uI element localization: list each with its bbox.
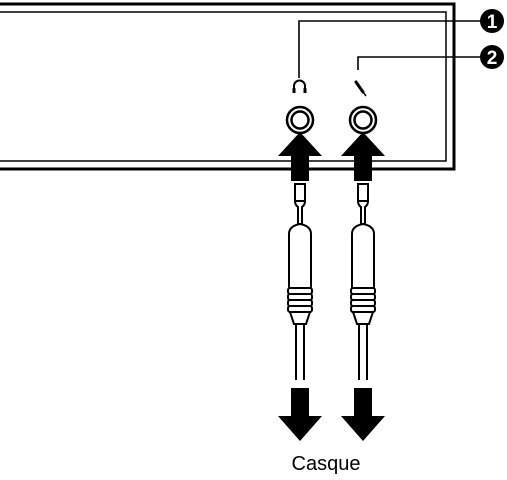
headphone-port <box>285 105 315 135</box>
device-panel <box>0 2 456 171</box>
headphone-icon <box>292 79 307 93</box>
microphone-port <box>348 105 378 135</box>
callout-2: 2 <box>480 45 504 69</box>
headphone-plug <box>287 183 313 380</box>
headset-caption: Casque <box>291 453 361 475</box>
callout-leaders <box>298 20 486 78</box>
microphone-icon <box>354 80 367 97</box>
microphone-plug <box>350 183 376 380</box>
down-arrow-headphone <box>278 388 322 441</box>
callout-2-number: 2 <box>487 48 498 69</box>
down-arrow-microphone <box>341 388 385 441</box>
insert-arrow-headphone <box>278 132 322 181</box>
callout-1-number: 1 <box>487 12 498 33</box>
insert-arrow-microphone <box>341 132 385 181</box>
callout-1: 1 <box>480 9 504 33</box>
